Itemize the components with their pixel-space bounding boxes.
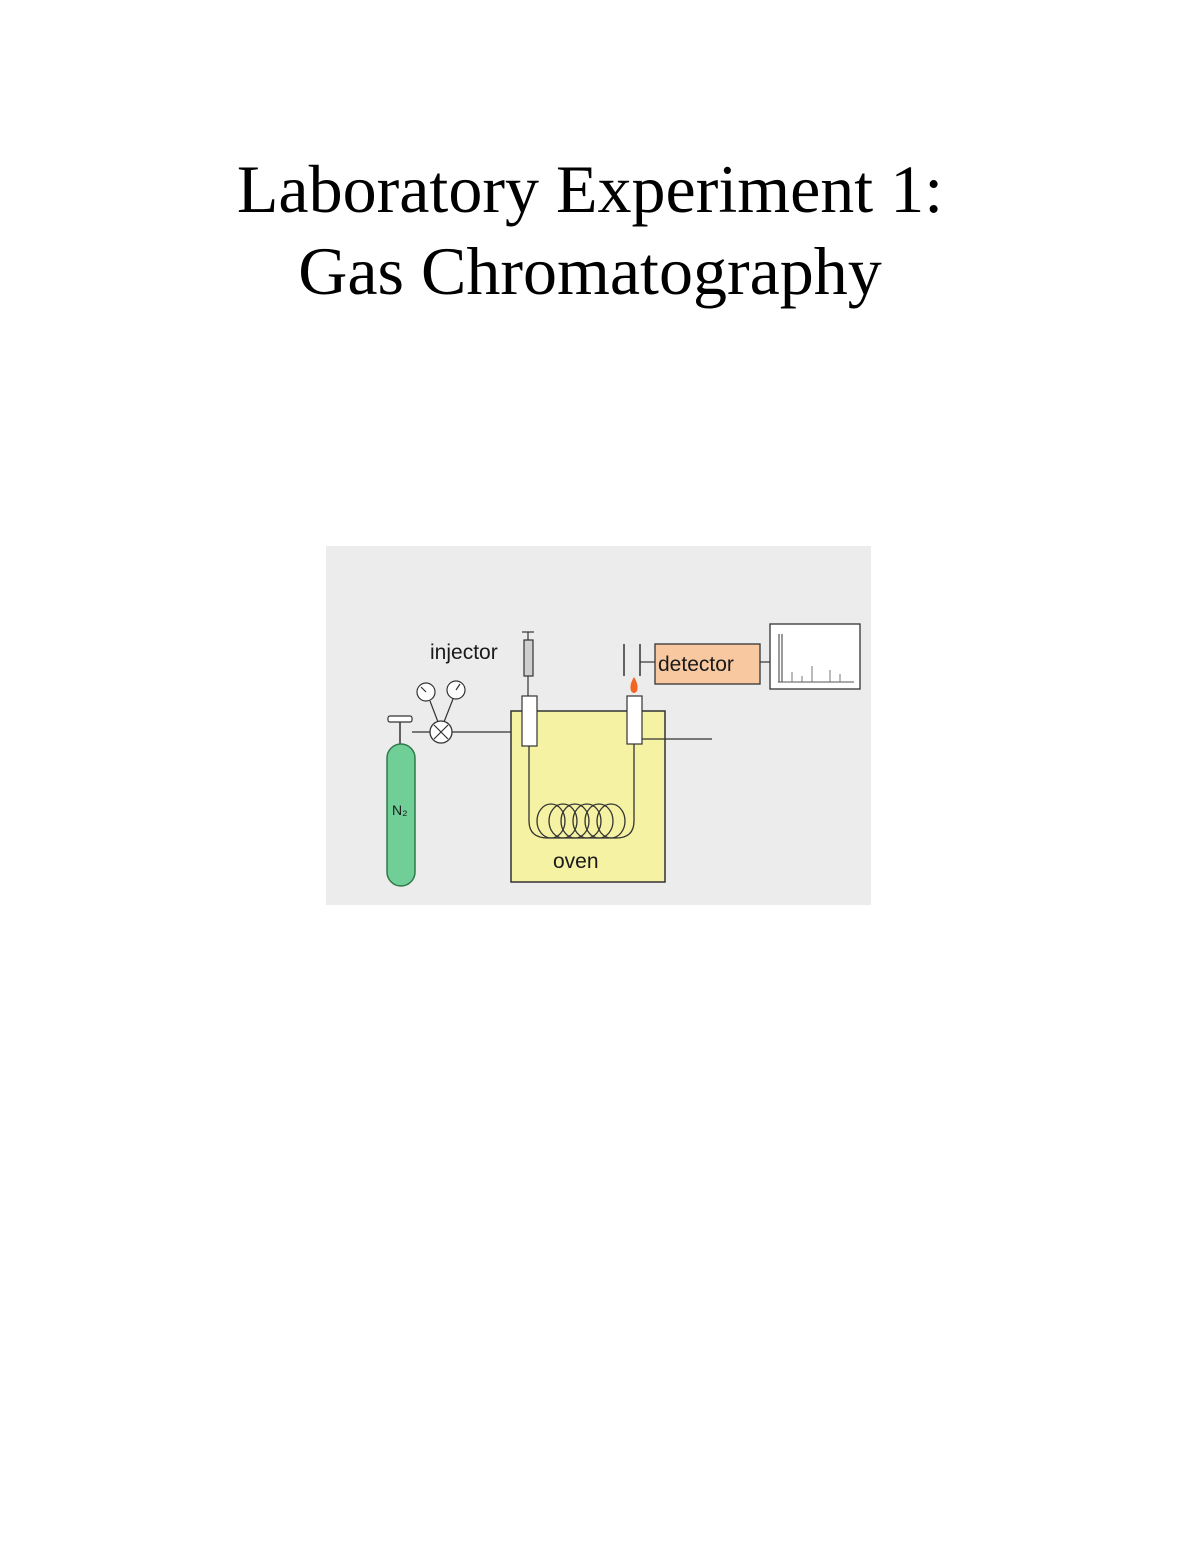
oven-label: oven (553, 850, 599, 873)
injector: injector (430, 631, 538, 747)
column (528, 742, 635, 839)
cylinder-label: N₂ (392, 802, 408, 818)
title-line-2: Gas Chromatography (298, 233, 882, 309)
detector-label: detector (658, 653, 734, 676)
detector-port (626, 677, 712, 745)
flame-icon (630, 677, 638, 693)
injector-label: injector (430, 641, 498, 664)
pressure-regulator (412, 680, 466, 744)
title-line-1: Laboratory Experiment 1: (236, 151, 944, 227)
gas-cylinder: N₂ (386, 715, 416, 887)
page-title: Laboratory Experiment 1: Gas Chromatogra… (0, 148, 1180, 312)
detector: detector (623, 643, 770, 685)
gc-diagram: N₂ oven injector (326, 546, 871, 905)
chromatogram-recorder (769, 623, 861, 690)
